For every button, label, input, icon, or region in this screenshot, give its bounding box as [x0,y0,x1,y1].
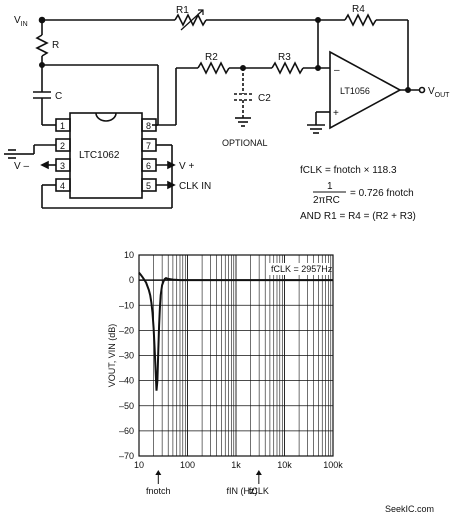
x-axis-label: fIN (Hz) [227,486,258,496]
y-tick-label: –70 [119,451,134,461]
watermark: SeekIC.com [385,504,434,514]
opamp-label: LT1056 [340,86,370,96]
r2-resistor [197,61,230,75]
y-tick-label: –20 [119,325,134,335]
x-tick-label: 100 [180,460,195,470]
pin-6: 6 [146,161,151,171]
pin-5: 5 [146,181,151,191]
r3-resistor [271,61,304,75]
r4-label: R4 [352,4,365,15]
x-tick-label: 1k [231,460,241,470]
c-label: C [55,91,62,102]
y-tick-label: –50 [119,401,134,411]
r1-resistor [174,13,207,27]
vminus-label: V – [14,161,29,172]
schematic [4,9,426,209]
r3-label: R3 [278,52,291,63]
opamp-plus-label: + [333,108,339,119]
marker-label: fnotch [146,486,171,496]
opamp-minus-label: – [334,65,340,76]
y-tick-label: 0 [129,275,134,285]
lt1056-opamp [329,50,402,130]
x-tick-label: 100k [323,460,343,470]
vplus-label: V + [179,161,194,172]
pin-8: 8 [146,121,151,131]
r-resistor [35,34,49,57]
series-line [138,271,333,391]
vout-node [418,86,426,94]
vout-label: VOUT [428,86,450,99]
equation-resistors: AND R1 = R4 = (R2 + R3) [300,211,416,222]
r1-label: R1 [176,5,189,16]
r2-label: R2 [205,52,218,63]
x-tick-label: 10 [134,460,144,470]
design-equations: fCLK = fnotch × 118.3 1 2πRC = 0.726 fno… [300,165,416,222]
x-tick-labels: 10 100 1k 10k 100k [134,460,343,470]
y-tick-labels: 10 0 –10 –20 –30 –40 –50 –60 –70 [119,250,134,461]
schematic-labels: VIN R1 R4 R C R2 R3 C2 OPTIONAL LTC1062 … [14,4,450,192]
r-label: R [52,40,59,51]
y-tick-label: –30 [119,351,134,361]
fclk-annotation: fCLK = 2957Hz [271,264,333,274]
vin-label: VIN [14,15,28,28]
pin-2: 2 [60,141,65,151]
y-tick-label: –40 [119,376,134,386]
y-tick-label: 10 [124,250,134,260]
x-tick-label: 10k [277,460,292,470]
pin-7: 7 [146,141,151,151]
r4-resistor [344,13,377,27]
ltc1062-chip [69,112,143,199]
equation-rhs: = 0.726 fnotch [350,188,414,199]
optional-label: OPTIONAL [222,138,268,148]
ic-label: LTC1062 [79,150,120,161]
pin-3: 3 [60,161,65,171]
y-tick-label: –60 [119,426,134,436]
c2-label: C2 [258,93,271,104]
pin-1: 1 [60,121,65,131]
y-tick-label: –10 [119,300,134,310]
pin-4: 4 [60,181,65,191]
marker-arrow [155,470,162,475]
y-axis-label: VOUT, VIN (dB) [107,324,117,388]
equation-num: 1 [327,181,333,192]
frequency-markers: fnotch fCLK [146,470,269,496]
equation-fclk: fCLK = fnotch × 118.3 [300,165,397,176]
clkin-label: CLK IN [179,181,211,192]
marker-label: fCLK [249,486,269,496]
equation-den: 2πRC [313,195,340,206]
marker-arrow [255,470,262,475]
plot-frame [138,254,334,457]
